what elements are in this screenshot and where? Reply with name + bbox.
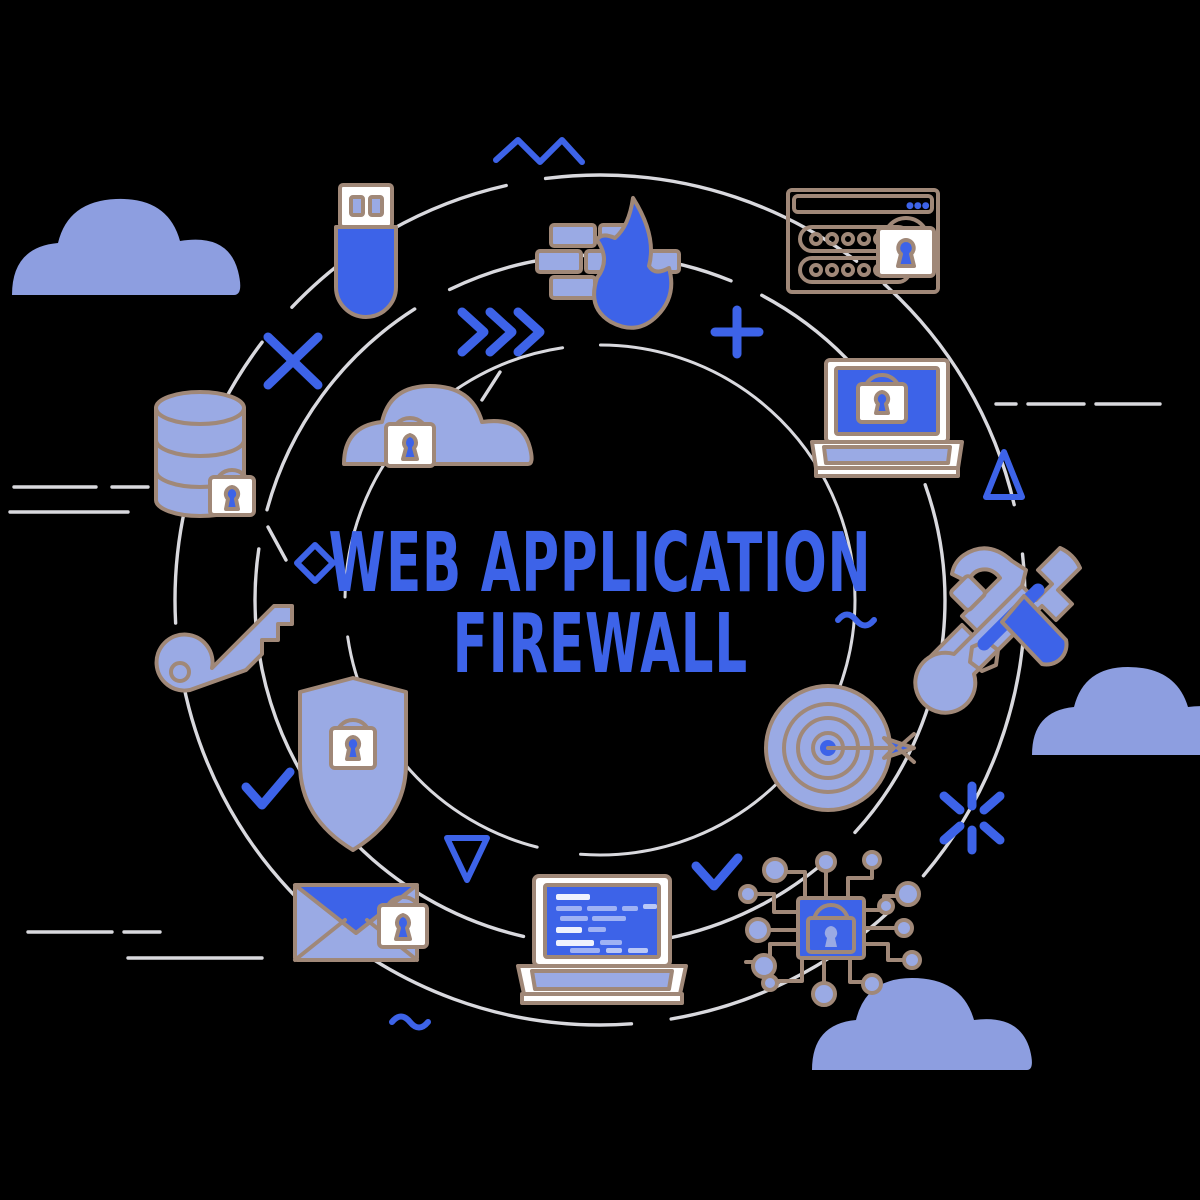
hammer-wrench-icon xyxy=(913,546,1082,715)
database-lock-icon xyxy=(154,390,256,518)
tick-line-decor-b xyxy=(480,370,502,402)
padlock-glyph xyxy=(377,895,429,949)
dashed-lines-left-lower xyxy=(26,930,264,960)
plus-decoration xyxy=(710,305,764,359)
chip-lock-icon xyxy=(738,850,922,1007)
padlock-glyph xyxy=(384,416,436,468)
cloud-decoration-right xyxy=(1032,667,1200,755)
dashed-lines-left-upper xyxy=(8,485,150,514)
cloud-lock-icon xyxy=(342,384,534,468)
email-lock-icon xyxy=(293,883,429,962)
diamond-outline-decoration xyxy=(294,542,336,584)
padlock-glyph xyxy=(806,903,856,954)
triangle-down-decoration xyxy=(444,835,490,883)
squiggle-bottom-decoration xyxy=(389,1013,431,1031)
chevrons-decoration xyxy=(457,307,545,357)
shield-lock-icon xyxy=(298,676,408,852)
cross-x-decoration xyxy=(263,332,323,390)
triangle-outline-right xyxy=(983,449,1025,500)
key-icon xyxy=(154,604,294,693)
padlock-glyph xyxy=(856,373,908,424)
svg-text:●●●: ●●● xyxy=(906,201,930,211)
cloud-decoration-top-left xyxy=(12,198,241,295)
zigzag-decoration xyxy=(493,137,585,165)
sparkle-burst-decoration xyxy=(939,781,1005,855)
code-lines xyxy=(556,894,657,953)
code-laptop-icon xyxy=(516,874,688,1005)
squiggle-right-decoration xyxy=(835,611,877,629)
usb-drive-icon xyxy=(334,183,398,319)
firewall-brick-flame-icon xyxy=(535,196,681,330)
circuit-nodes xyxy=(738,850,922,1007)
padlock-glyph xyxy=(329,718,377,770)
padlock-glyph xyxy=(876,216,936,278)
login-form-lock-icon: ●●● xyxy=(786,188,940,294)
checkmark-right-decoration xyxy=(691,853,743,891)
tick-line-decor-a xyxy=(266,525,288,562)
checkmark-left-decoration xyxy=(241,767,295,810)
target-arrow-icon xyxy=(764,684,916,812)
laptop-lock-icon xyxy=(810,358,964,478)
padlock-glyph xyxy=(208,468,256,517)
cloud-decoration-bottom-right xyxy=(812,978,1032,1070)
